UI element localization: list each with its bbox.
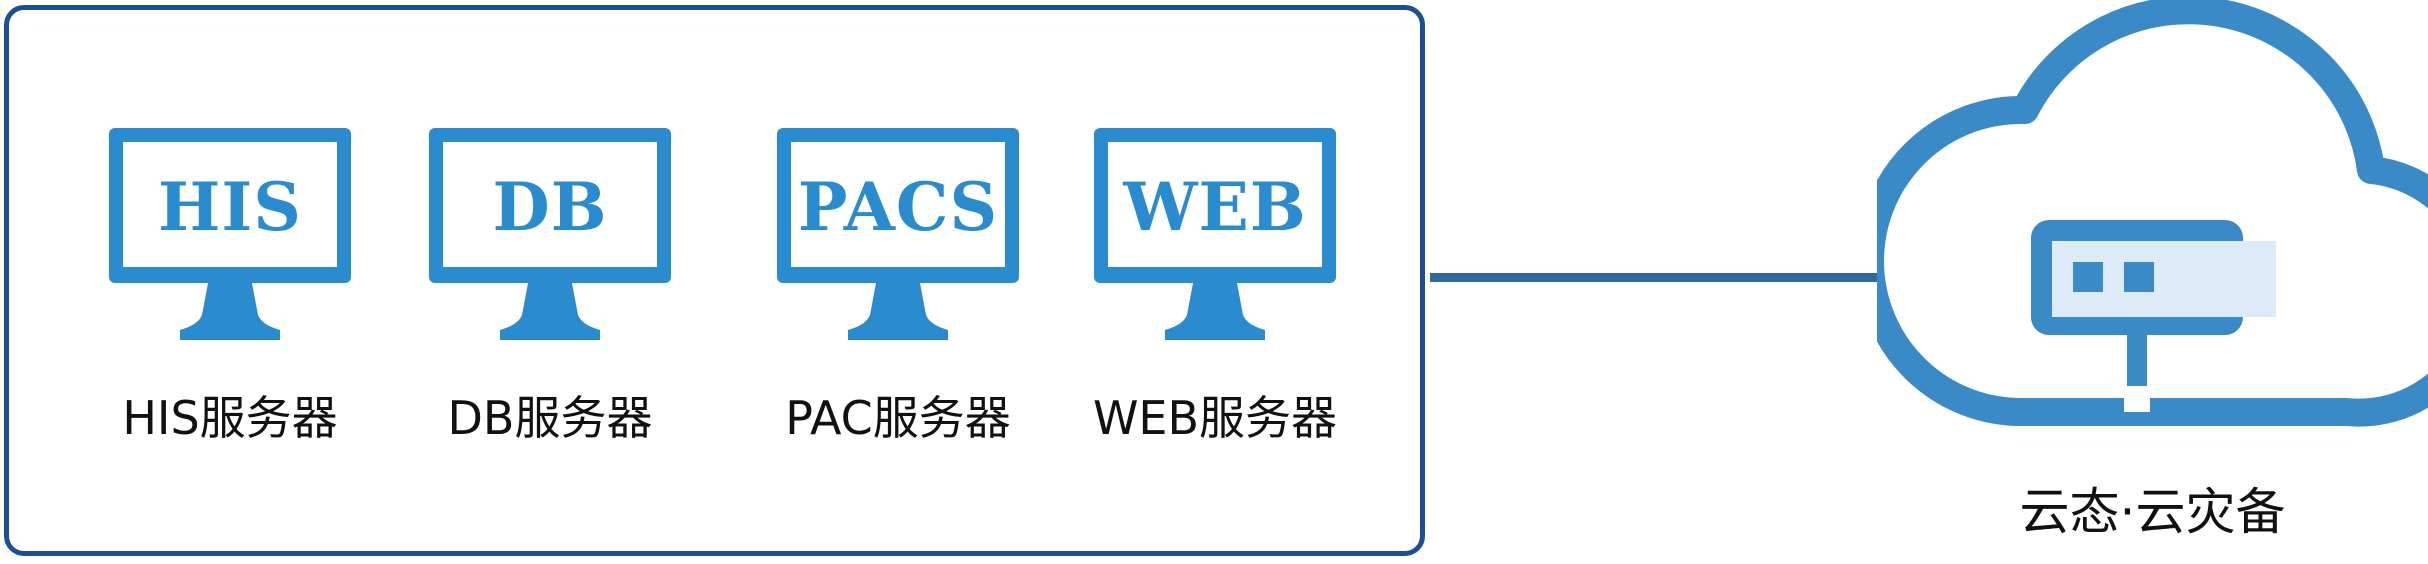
monitor-screen-text: HIS <box>158 168 302 246</box>
monitor-icon <box>429 128 671 340</box>
connection-line <box>1430 273 1890 282</box>
monitor-icon <box>109 128 351 340</box>
server-his: HIS HIS服务器 <box>100 120 360 450</box>
monitor-screen-text: PACS <box>797 168 999 246</box>
server-web: WEB WEB服务器 <box>1085 120 1345 450</box>
server-label: HIS服务器 <box>122 391 338 445</box>
monitor-icon <box>1094 128 1336 340</box>
cloud-backup-label: 云态·云灾备 <box>2019 483 2286 541</box>
server-label: WEB服务器 <box>1092 391 1338 445</box>
monitor-screen-text: WEB <box>1123 168 1307 246</box>
monitor-icon <box>777 128 1019 340</box>
server-label: DB服务器 <box>447 391 653 445</box>
monitor-screen-text: DB <box>492 168 608 246</box>
cloud-backup-icon <box>1877 0 2428 427</box>
server-label: PAC服务器 <box>785 391 1011 445</box>
server-pacs: PACS PAC服务器 <box>768 120 1028 450</box>
server-group-box <box>4 5 1425 556</box>
server-db: DB DB服务器 <box>420 120 680 450</box>
